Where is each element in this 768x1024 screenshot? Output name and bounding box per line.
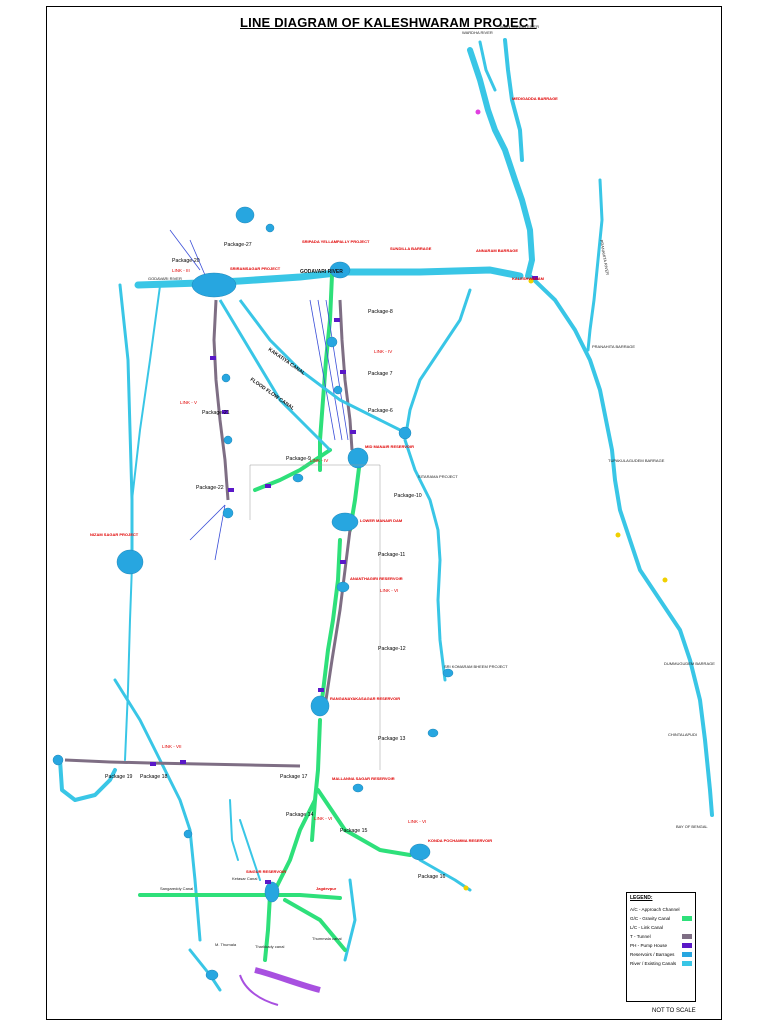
package-19-label: Package 19 [105, 774, 133, 780]
ananthagiri-reservoir [336, 581, 350, 593]
tupakulagudem-label: TUPAKULAGUDEM BARRAGE [608, 458, 665, 463]
package-22-label: Package-22 [196, 485, 224, 491]
kakatiya-canal-label: KAKATIYA CANAL [267, 347, 306, 377]
package-17-label: Package 17 [280, 774, 308, 780]
thummala-canal-label: Thummala canal [312, 936, 342, 941]
mallanna-sagar-label: MALLANNA SAGAR RESERVOIR [332, 776, 395, 781]
konda-pochamma [409, 843, 431, 861]
not-to-scale-note: NOT TO SCALE [652, 1008, 696, 1014]
m-thumala-label: M. Thumala [215, 942, 237, 947]
konda-pochamma-label: KONDA POCHAMMA RESERVOIR [428, 838, 492, 843]
legend-item: G/C - Gravity Canal [630, 914, 692, 923]
chintalapudi-label: CHINTALAPUDI [668, 732, 697, 737]
kakatiya-canal [238, 299, 401, 432]
tunnel-segment [212, 299, 230, 501]
legend-item: River / Existing Canals [630, 959, 692, 968]
package-18-label: Package 18 [140, 774, 168, 780]
link-vii-label: LINK - VII [162, 744, 182, 749]
link-vi-label-2: LINK - VI [314, 816, 332, 821]
nizam-sagar [116, 549, 144, 575]
sangareddy-canal-label: Sangareddy Canal [160, 886, 193, 891]
tunnel-swatch [682, 934, 692, 939]
package-27-label: Package-27 [224, 242, 252, 248]
flood-flow-canal-label: FLOOD FLOW CANAL [249, 377, 295, 412]
legend-item: L/C - Link Canal [630, 925, 663, 930]
package-11-label: Package-11 [378, 552, 405, 558]
wainganga-river [503, 38, 524, 162]
sripada-yellampally [329, 261, 351, 279]
legend-title: LEGEND: [630, 895, 653, 901]
diagram-title: LINE DIAGRAM OF KALESHWARAM PROJECT [240, 15, 537, 30]
wardha-river-label: WARDHA RIVER [462, 30, 493, 35]
wardha-river [467, 47, 535, 279]
package-13-label: Package 13 [378, 736, 406, 742]
nizam-sagar-label: NIZAM SAGAR PROJECT [90, 532, 139, 537]
kaleshwaram-label: KALESHWARAM [512, 276, 545, 281]
package-9-label: Package-9 [286, 456, 311, 462]
legend-item: PH - Pump House [630, 941, 692, 950]
sriramsagar-label: SRIRAMSAGAR PROJECT [230, 266, 281, 271]
dummugudem-label: DUMMUGUDEM BARRAGE [664, 661, 715, 666]
medigadda-barrage-label: MEDIGADDA BARRAGE [512, 96, 558, 101]
pranahita-river-label: PRANAHITA RIVER [599, 239, 610, 275]
package-10-label: Package-10 [394, 493, 422, 499]
komaram-bheem-label: SRI KOMARAM BHEEM PROJECT [444, 664, 508, 669]
package-8-label: Package-8 [368, 309, 393, 315]
singur-label: SINGUR RESERVOIR [246, 869, 286, 874]
reservoir-swatch [682, 952, 692, 957]
ananthagiri-label: ANANTHAGIRI RESERVOIR [350, 576, 403, 581]
tharkkady-canal-label: Tharkkady canal [255, 944, 284, 949]
gravity-canal-swatch [682, 916, 692, 921]
link-vi-label: LINK - VI [380, 588, 398, 593]
package-21-label: Package-21 [202, 410, 230, 416]
annaram-barrage-label: ANNARAM BARRAGE [476, 248, 518, 253]
mallanna-sagar [310, 695, 330, 717]
legend-item: Reservoirs / Barrages [630, 950, 692, 959]
pranahita-barrage-label: PRANAHITA BARRAGE [592, 344, 635, 349]
link-iv-label-2: LINK - IV [310, 458, 328, 463]
yellampally-label: SRIPADA YELLAMPALLY PROJECT [302, 239, 370, 244]
sundilla-barrage-label: SUNDILLA BARRAGE [390, 246, 432, 251]
bay-of-bengal-label: BAY OF BENGAL [676, 824, 708, 829]
pump-house-swatch [682, 943, 692, 948]
sitarama-label: SITARAMA PROJECT [418, 474, 458, 479]
lower-manair-dam [331, 512, 359, 532]
package-16-label: Package 16 [418, 874, 446, 880]
pump-house [210, 356, 216, 360]
medigadda-barrage [235, 206, 255, 224]
link-iii-label: LINK - III [172, 268, 190, 273]
jagdevpur-label: Jagdevpur [316, 886, 337, 891]
wainganga-river-label: WAIN GANGA RIVER [500, 24, 539, 29]
mid-manair-reservoir [347, 447, 369, 469]
package-6-label: Package-6 [368, 408, 393, 414]
legend-item: T - Tunnel [630, 932, 692, 941]
singur-reservoir [264, 881, 280, 903]
package-14-label: Package 14 [286, 812, 314, 818]
link-v-label: LINK - V [180, 400, 197, 405]
river-swatch [682, 961, 692, 966]
sriramsagar-reservoir [191, 272, 237, 298]
mid-manair-label: MID MANAIR RESERVOIR [365, 444, 414, 449]
ranganayaka-label: RANGANAYAKASAGAR RESERVOIR [330, 696, 400, 701]
lower-manair-label: LOWER MANAIR DAM [360, 518, 403, 523]
package-15-label: Package 15 [340, 828, 368, 834]
godavari-river-west-label: GODAVARI RIVER [148, 276, 182, 281]
package-20-label: Package-20 [172, 258, 200, 264]
package-12-label: Package-12 [378, 646, 406, 652]
link-vi-label-3: LINK - VI [408, 819, 426, 824]
flood-flow-canal [218, 299, 332, 452]
pranahita-river [528, 274, 714, 817]
package-7-label: Package 7 [368, 371, 393, 377]
legend-item: A/C - Approach Channel [630, 907, 680, 912]
legend-box: LEGEND: A/C - Approach Channel G/C - Gra… [626, 892, 696, 1002]
godavari-river-label: GODAVARI RIVER [300, 269, 343, 275]
ketasar-canal-label: Ketasar Canal [232, 876, 257, 881]
link-iv-label: LINK - IV [374, 349, 392, 354]
